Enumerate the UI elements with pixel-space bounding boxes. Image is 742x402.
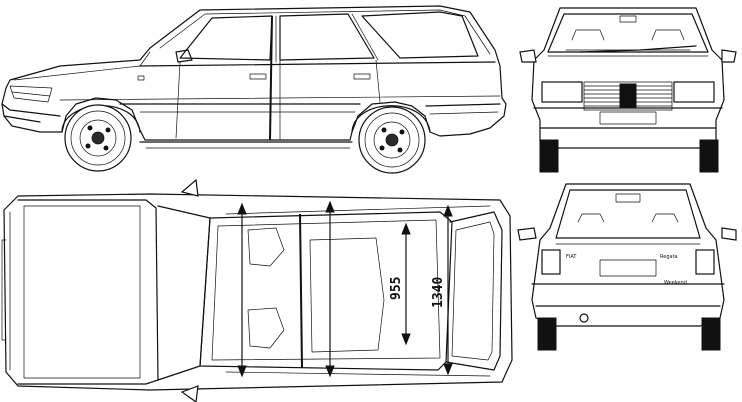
rear-view: Regata Weekend FIAT xyxy=(517,183,737,351)
rear-body-outline xyxy=(531,183,725,327)
front-left-tire xyxy=(539,139,559,173)
dimension-interior-width xyxy=(401,222,411,346)
side-view xyxy=(1,5,507,174)
dimension-roof-width xyxy=(237,202,247,378)
front-body-outline xyxy=(531,7,725,149)
rear-left-tire xyxy=(537,317,557,351)
front-windscreen xyxy=(547,13,709,53)
dimension-overall-width xyxy=(443,204,453,376)
overall-width-label: 1340 xyxy=(431,277,446,308)
rear-left-badge: FIAT xyxy=(566,254,577,260)
cargo-side-window xyxy=(361,11,479,59)
top-body-outline xyxy=(3,193,513,391)
rear-window xyxy=(555,189,701,239)
rear-version-badge: Weekend xyxy=(664,280,687,286)
front-left-headlight xyxy=(541,81,583,103)
front-wheel-side xyxy=(64,104,132,172)
rear-license-plate xyxy=(599,259,657,277)
front-right-headlight xyxy=(673,81,715,103)
rear-wheel-side xyxy=(358,106,426,174)
front-view xyxy=(519,7,737,173)
front-right-tire xyxy=(699,139,719,173)
rear-side-window xyxy=(279,13,375,61)
rear-right-tire xyxy=(701,317,721,351)
interior-width-label: 955 xyxy=(389,277,404,300)
rear-model-badge: Regata xyxy=(660,254,678,260)
top-view: 955 1340 xyxy=(1,178,513,402)
side-body-outline xyxy=(1,5,507,141)
dimension-cabin-width xyxy=(325,200,335,378)
